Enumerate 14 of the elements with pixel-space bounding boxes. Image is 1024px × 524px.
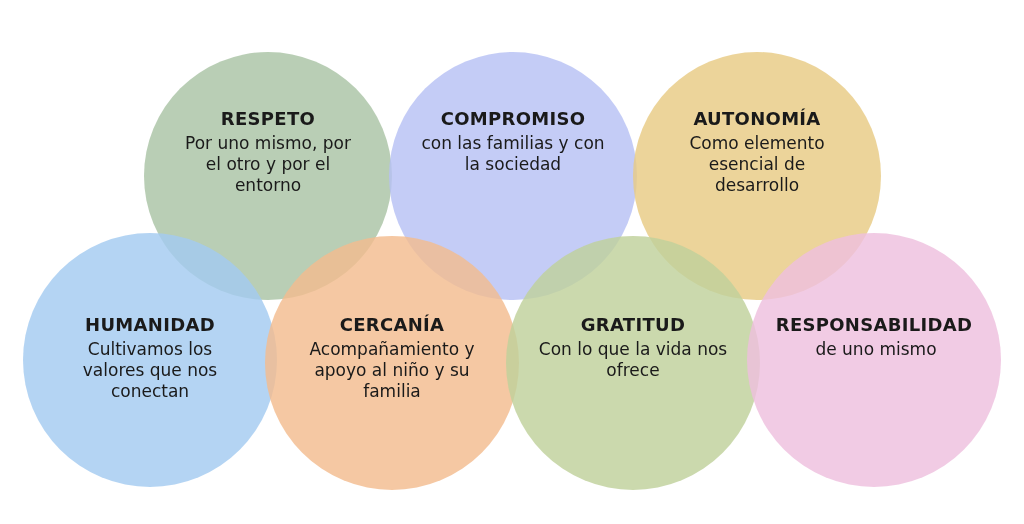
circle-description: con las familias y con la sociedad <box>420 133 606 175</box>
circle-heading: GRATITUD <box>580 314 686 335</box>
circle-description: de uno mismo <box>814 339 938 360</box>
circle-heading: COMPROMISO <box>440 108 586 129</box>
circle-heading: RESPONSABILIDAD <box>775 314 973 335</box>
circle-description: Por uno mismo, por el otro y por el entorno <box>184 133 352 196</box>
circle-heading: HUMANIDAD <box>85 314 215 335</box>
circle-heading: AUTONOMÍA <box>693 108 821 129</box>
circle-description: Cultivamos los valores que nos conectan <box>81 339 219 402</box>
circle-heading: CERCANÍA <box>339 314 445 335</box>
circle-description: Con lo que la vida nos ofrece <box>537 339 729 381</box>
circle-description: Acompañamiento y apoyo al niño y su familia <box>308 339 476 402</box>
circle-heading: RESPETO <box>220 108 316 129</box>
circle-description: Como elemento esencial de desarrollo <box>688 133 826 196</box>
